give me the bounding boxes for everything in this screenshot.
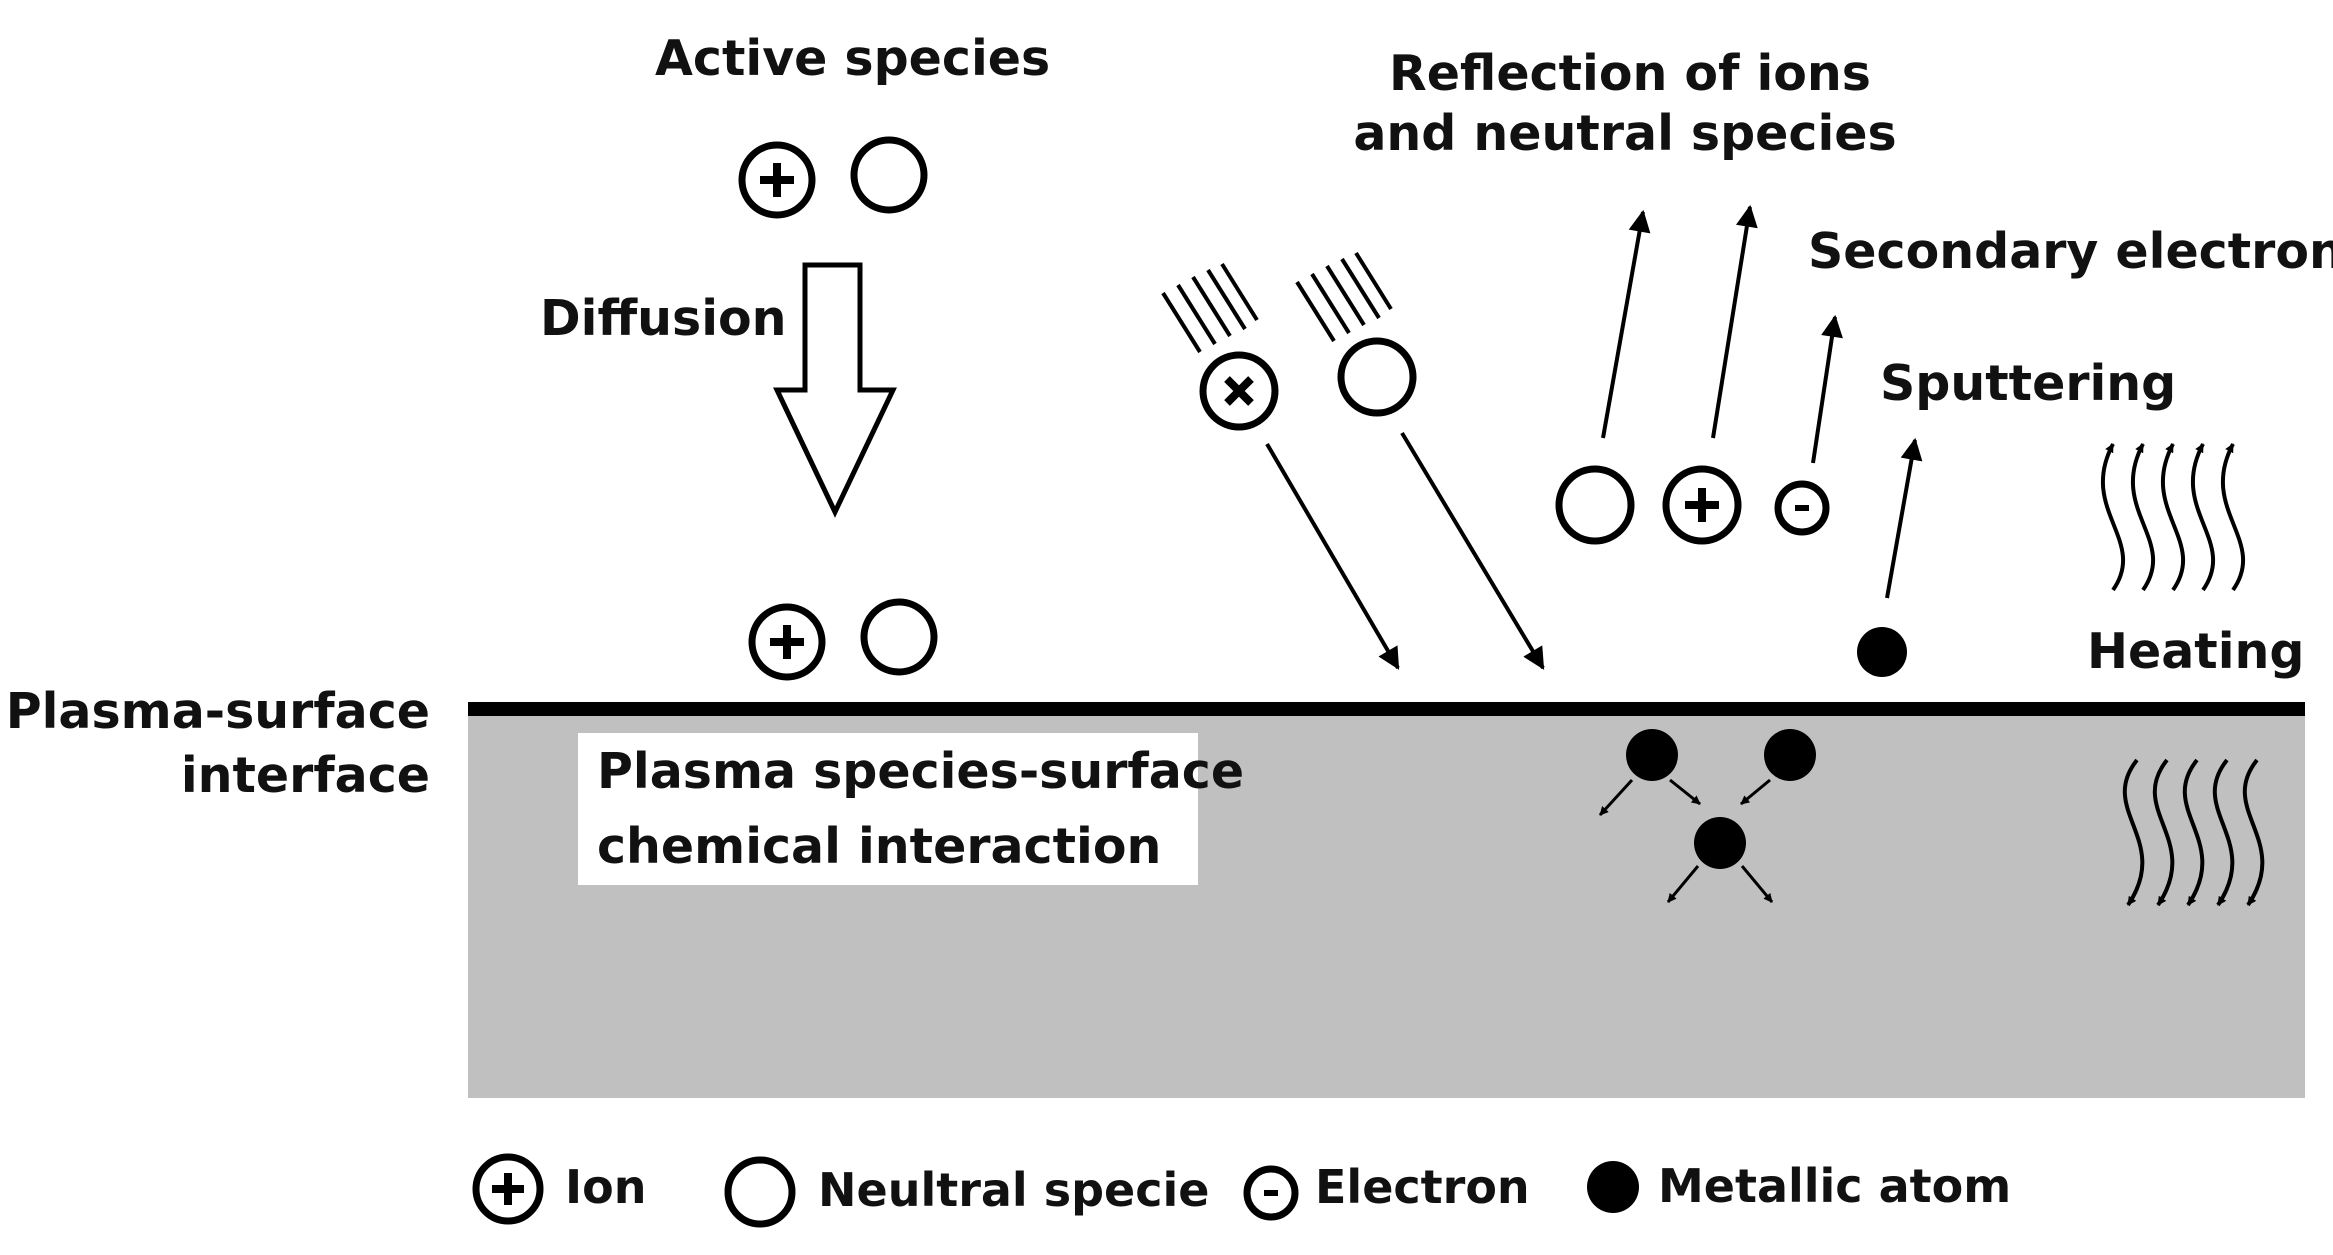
motion-lines-icon — [1161, 262, 1259, 354]
incoming-ion-arrow — [1265, 442, 1400, 670]
reflected-neutral-arrow — [1601, 209, 1651, 439]
ion-icon — [748, 603, 826, 681]
heating-label: Heating — [2087, 623, 2305, 680]
interface-label-line2: interface — [181, 747, 430, 804]
electron-icon — [1774, 480, 1830, 536]
interface-label-line1: Plasma-surface — [6, 683, 430, 740]
chem-interaction-label-line2: chemical interaction — [597, 818, 1161, 875]
reflected-ion-arrow — [1711, 204, 1758, 439]
heat-waves-down-icon — [2122, 758, 2265, 907]
motion-lines-icon — [1295, 251, 1393, 343]
legend: Ion Neultral specie Electron Metallic at… — [472, 1153, 2011, 1228]
chem-interaction-label-line1: Plasma species-surface — [597, 743, 1244, 800]
neutral-specie-icon — [1555, 465, 1635, 545]
diffusion-label: Diffusion — [540, 290, 787, 347]
lattice-arrows — [1598, 778, 1774, 903]
active-species-label: Active species — [655, 30, 1050, 87]
secondary-electrons-label: Secondary electrons — [1808, 223, 2333, 280]
chem-interaction-box — [578, 733, 1198, 885]
legend-neutral-label: Neultral specie — [818, 1163, 1209, 1217]
reflection-label-line2: and neutral species — [1353, 105, 1896, 162]
ion-icon — [1199, 351, 1279, 431]
legend-metal-icon — [1587, 1161, 1639, 1213]
neutral-specie-icon — [850, 136, 928, 214]
metallic-atom-icon — [1626, 729, 1678, 781]
ion-icon — [1662, 465, 1742, 545]
neutral-specie-icon — [860, 598, 938, 676]
secondary-electron-arrow — [1811, 314, 1843, 464]
legend-electron-icon — [1243, 1165, 1299, 1221]
metallic-atom-icon — [1857, 627, 1907, 677]
metallic-atom-icon — [1764, 729, 1816, 781]
interface-line — [468, 702, 2305, 716]
ion-icon — [738, 141, 816, 219]
legend-neutral-icon — [724, 1156, 796, 1228]
legend-metal-label: Metallic atom — [1658, 1159, 2011, 1213]
neutral-specie-icon — [1337, 337, 1417, 417]
sputtering-label: Sputtering — [1880, 355, 2176, 412]
incoming-neutral-arrow — [1400, 431, 1545, 670]
legend-ion-icon — [472, 1153, 544, 1225]
reflection-label-line1: Reflection of ions — [1389, 45, 1871, 102]
legend-ion-label: Ion — [565, 1160, 646, 1214]
heat-waves-up-icon — [2100, 443, 2246, 592]
legend-electron-label: Electron — [1315, 1160, 1530, 1214]
sputtering-arrow — [1885, 437, 1923, 599]
metallic-atom-icon — [1694, 817, 1746, 869]
diffusion-arrow — [773, 262, 897, 518]
